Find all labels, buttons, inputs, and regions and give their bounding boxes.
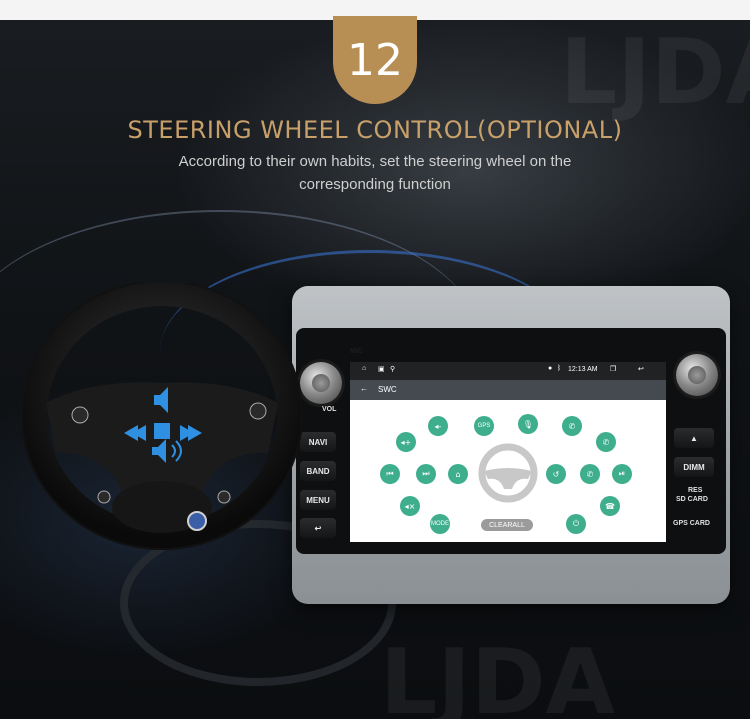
- back-arrow-icon: ↩: [314, 523, 322, 533]
- watermark-logo-bottom: LJDA: [380, 630, 616, 719]
- clear-all-button[interactable]: CLEARALL: [481, 519, 533, 531]
- power-icon: ⏻: [572, 519, 580, 528]
- usb-icon: ⚲: [390, 366, 396, 373]
- speaker-icon[interactable]: [152, 439, 166, 463]
- play-pause-button[interactable]: ⏯: [612, 464, 632, 484]
- home-icon: ⌂: [455, 469, 461, 479]
- res-label: RES: [688, 487, 703, 494]
- mic-label: MIC: [350, 348, 363, 355]
- mic-icon: 🎙: [522, 419, 534, 429]
- band-button[interactable]: BAND: [300, 461, 336, 481]
- back-button[interactable]: ↺: [546, 464, 566, 484]
- gps-button[interactable]: GPS: [474, 416, 494, 436]
- prev-track-icon: ⏮: [386, 469, 394, 478]
- steering-wheel: [22, 283, 302, 550]
- prev-track-icon[interactable]: [124, 425, 146, 441]
- back-hw-button[interactable]: ↩: [300, 518, 336, 538]
- home-button[interactable]: ⌂: [448, 464, 468, 484]
- play-pause-icon: ⏯: [618, 469, 626, 478]
- call-end-icon: ✆: [568, 421, 576, 431]
- status-bar: ⌂ ▣ ⚲ ● ᛒ 12:13 AM ❐ ↩: [350, 362, 666, 380]
- car-outline: [0, 210, 480, 472]
- bluetooth-icon: ᛒ: [557, 365, 562, 372]
- vol-label: VOL: [322, 406, 337, 413]
- mic-button[interactable]: 🎙: [518, 414, 538, 434]
- eject-button[interactable]: ▲: [674, 428, 714, 448]
- stop-icon[interactable]: [154, 423, 170, 439]
- hang-up-button[interactable]: ☎: [600, 496, 620, 516]
- location-icon: ●: [548, 365, 553, 372]
- phone-icon: ✆: [586, 469, 594, 479]
- mute-button[interactable]: ◂×: [400, 496, 420, 516]
- home-icon[interactable]: ⌂: [362, 365, 367, 372]
- hang-up-icon: ☎: [605, 501, 615, 511]
- gps-label: GPS: [477, 423, 491, 429]
- back-arrow-icon[interactable]: ←: [360, 384, 368, 393]
- volume-up-icon: ◂+: [400, 437, 412, 447]
- call-next-icon: ✆: [602, 437, 610, 447]
- mode-label: MODE: [431, 521, 449, 527]
- wheel-controls: [124, 387, 202, 463]
- power-button[interactable]: ⏻: [566, 514, 586, 534]
- car-outline-blue: [160, 250, 580, 453]
- display-screen: ⌂ ▣ ⚲ ● ᛒ 12:13 AM ❐ ↩ ← SWC ◂+ ◂- GPS 🎙…: [350, 362, 666, 542]
- volume-knob[interactable]: [300, 362, 342, 404]
- brand-logo: [187, 511, 207, 531]
- app-title: SWC: [378, 385, 397, 394]
- mute-icon: ◂×: [404, 501, 416, 511]
- volume-down-button[interactable]: ◂-: [428, 416, 448, 436]
- step-badge: 12: [333, 16, 417, 104]
- mode-button[interactable]: MODE: [430, 514, 450, 534]
- menu-button[interactable]: MENU: [300, 490, 336, 510]
- status-time: 12:13 AM: [568, 366, 598, 373]
- page-title: STEERING WHEEL CONTROL(OPTIONAL): [127, 116, 623, 144]
- app-header: ← SWC: [350, 380, 666, 400]
- back-icon[interactable]: ↩: [638, 366, 644, 373]
- step-number: 12: [347, 34, 403, 86]
- swc-panel: ◂+ ◂- GPS 🎙 ✆ ✆ ⏮ ⏭ ⌂ ↺ ✆ ⏯ ◂× MODE CLEA…: [350, 400, 666, 542]
- prev-track-button[interactable]: ⏮: [380, 464, 400, 484]
- volume-up-icon[interactable]: [154, 387, 168, 413]
- next-track-icon[interactable]: [180, 425, 202, 441]
- page-subtitle: According to their own habits, set the s…: [178, 153, 572, 193]
- steering-wheel-icon: [478, 443, 538, 503]
- volume-up-button[interactable]: ◂+: [396, 432, 416, 452]
- watermark-logo: LJDA: [560, 20, 750, 125]
- call-end-button[interactable]: ✆: [562, 416, 582, 436]
- top-strip: [0, 0, 750, 20]
- eject-icon: ▲: [690, 433, 698, 443]
- next-track-icon: ⏭: [422, 469, 430, 478]
- sd-card-label: SD CARD: [676, 496, 708, 503]
- navi-button[interactable]: NAVI: [300, 432, 336, 452]
- call-next-button[interactable]: ✆: [596, 432, 616, 452]
- dimm-button[interactable]: DIMM: [674, 457, 714, 477]
- gps-card-label: GPS CARD: [673, 520, 710, 527]
- next-track-button[interactable]: ⏭: [416, 464, 436, 484]
- phone-button[interactable]: ✆: [580, 464, 600, 484]
- tune-knob[interactable]: [676, 354, 718, 396]
- recent-apps-icon[interactable]: ❐: [610, 366, 617, 373]
- android-icon: ▣: [378, 366, 385, 373]
- volume-down-icon: ◂-: [434, 421, 442, 431]
- back-icon: ↺: [552, 469, 560, 479]
